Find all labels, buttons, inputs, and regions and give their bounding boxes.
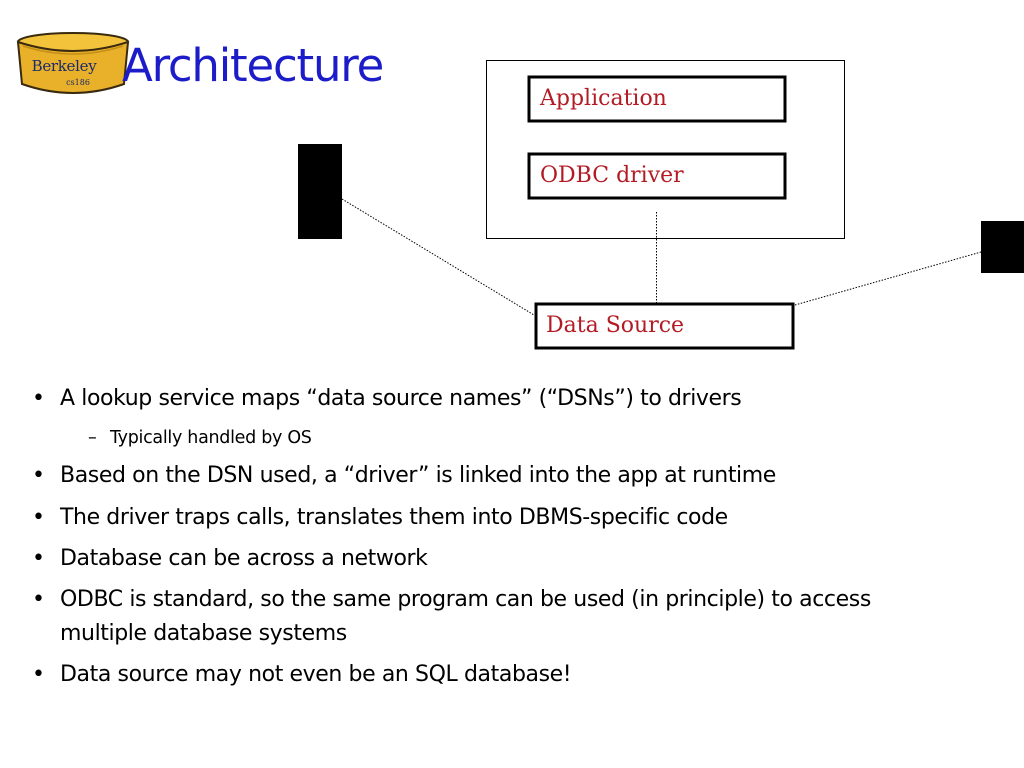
application-label: Application — [540, 86, 667, 111]
application-box — [527, 75, 787, 123]
bullet-symbol: • — [32, 463, 45, 488]
bullet-text: Database can be across a network — [60, 546, 428, 571]
sub-bullet-symbol: – — [88, 428, 97, 448]
bullet-symbol: • — [32, 386, 45, 411]
left-database-server — [298, 144, 342, 239]
odbc-driver-box — [527, 152, 787, 200]
architecture-diagram — [298, 60, 1024, 350]
client-container-box — [486, 60, 845, 239]
bullet-text: Based on the DSN used, a “driver” is lin… — [60, 463, 776, 488]
bullet-text: A lookup service maps “data source names… — [60, 386, 742, 411]
bullet-text: ODBC is standard, so the same program ca… — [60, 587, 871, 646]
bullet-symbol: • — [32, 662, 45, 687]
connector-datasource-to-right-server — [794, 251, 982, 306]
right-database-server — [981, 221, 1024, 273]
data-source-label: Data Source — [546, 313, 685, 338]
bullet-text: The driver traps calls, translates them … — [60, 505, 728, 530]
slide-title: Architecture — [122, 39, 384, 92]
sub-bullet-text: Typically handled by OS — [110, 428, 312, 448]
logo-text: Berkeley — [31, 57, 97, 75]
logo-subtext: cs186 — [66, 78, 90, 87]
odbc-driver-label: ODBC driver — [540, 163, 684, 188]
bullet-text: Data source may not even be an SQL datab… — [60, 662, 572, 687]
data-source-box — [534, 302, 795, 350]
bullet-symbol: • — [32, 587, 45, 612]
bullet-symbol: • — [32, 546, 45, 571]
berkeley-cs186-logo — [16, 32, 130, 94]
connector-left-server-to-datasource — [341, 198, 535, 316]
bullet-symbol: • — [32, 505, 45, 530]
